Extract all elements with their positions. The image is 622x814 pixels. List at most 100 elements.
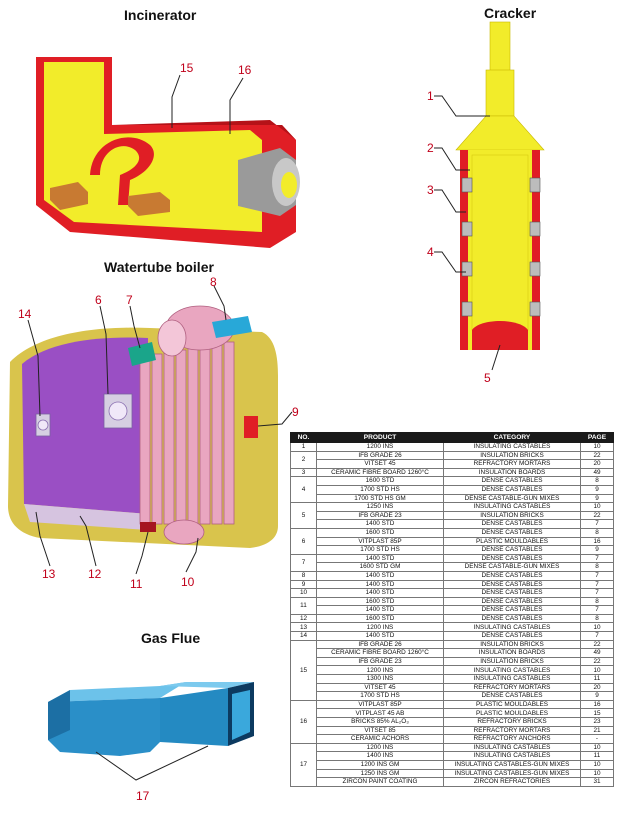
- row-number: 4: [290, 476, 317, 504]
- product-cell: BRICKS 85% AL₂O₃: [316, 717, 444, 727]
- category-cell: REFRACTORY ANCHORS: [443, 734, 581, 744]
- callout-1: 1: [427, 89, 434, 103]
- category-cell: DENSE CASTABLES: [443, 527, 581, 538]
- boiler-lead-9: [257, 411, 293, 427]
- product-cell: IFB GRADE 23: [316, 656, 444, 667]
- callout-12: 12: [88, 567, 102, 581]
- product-cell: 1250 INS: [316, 502, 444, 512]
- page-cell: 10: [580, 759, 614, 770]
- boiler-lead-13: [35, 511, 51, 567]
- page-cell: 10: [580, 768, 614, 779]
- product-cell: 1250 INS GM: [316, 768, 444, 779]
- cracker-illustration: 1 2 3 4 5: [427, 21, 545, 385]
- boiler-lead-8: [213, 285, 227, 321]
- category-cell: DENSE CASTABLE-GUN MIXES: [443, 562, 581, 572]
- cracker-bottom: [472, 321, 528, 350]
- cracker-title: Cracker: [484, 5, 537, 21]
- callout-5: 5: [484, 371, 491, 385]
- category-cell: INSULATING CASTABLES: [443, 674, 581, 684]
- category-cell: INSULATING CASTABLES: [443, 751, 581, 761]
- category-cell: DENSE CASTABLES: [443, 519, 581, 529]
- boiler-lining: [22, 337, 148, 514]
- category-cell: INSULATING CASTABLES: [443, 622, 581, 633]
- product-cell: 1400 STD: [316, 553, 444, 564]
- row-number: 17: [290, 742, 317, 787]
- cracker-lead-5: [491, 344, 501, 371]
- product-cell: 1300 INS: [316, 674, 444, 684]
- row-number: 14: [290, 631, 317, 641]
- callout-7: 7: [126, 293, 133, 307]
- product-cell: 1400 INS: [316, 751, 444, 761]
- callout-8: 8: [210, 275, 217, 289]
- incinerator-chamber: [44, 62, 262, 232]
- page-cell: 9: [580, 545, 614, 555]
- flue-lead-17: [95, 745, 209, 781]
- callout-9: 9: [292, 405, 299, 419]
- row-number: 12: [290, 613, 317, 624]
- row-number: 9: [290, 579, 317, 590]
- incinerator-brick-left: [50, 182, 88, 210]
- incinerator-lead-16: [229, 77, 244, 134]
- product-cell: 1400 STD: [316, 631, 444, 641]
- category-cell: REFRACTORY MORTARS: [443, 459, 581, 469]
- boiler-lead-6: [99, 305, 109, 395]
- category-cell: DENSE CASTABLES: [443, 484, 581, 495]
- page-cell: 11: [580, 674, 614, 684]
- boiler-lead-12: [79, 515, 97, 567]
- cracker-lead-2: [434, 147, 470, 171]
- category-cell: INSULATING CASTABLES: [443, 742, 581, 753]
- cracker-anchors: [461, 177, 541, 317]
- category-cell: DENSE CASTABLES: [443, 596, 581, 607]
- page-cell: 9: [580, 484, 614, 495]
- category-cell: INSULATING CASTABLES-GUN MIXES: [443, 759, 581, 770]
- page-cell: 10: [580, 502, 614, 512]
- cracker-stack-collar: [485, 69, 515, 117]
- page-cell: 7: [580, 588, 614, 598]
- row-number: 10: [290, 588, 317, 598]
- product-cell: VITPLAST 85P: [316, 536, 444, 547]
- cracker-inner: [471, 154, 529, 331]
- category-cell: INSULATING CASTABLES: [443, 502, 581, 512]
- row-number: 1: [290, 442, 317, 452]
- header-no: NO.: [290, 432, 317, 443]
- product-cell: VITSET 45: [316, 682, 444, 693]
- product-cell: 1400 STD: [316, 519, 444, 529]
- header-product: PRODUCT: [316, 432, 444, 443]
- product-cell: 1200 INS GM: [316, 759, 444, 770]
- cracker-lead-4: [434, 251, 466, 273]
- row-number: 3: [290, 467, 317, 478]
- page-cell: 23: [580, 717, 614, 727]
- incinerator-illustration: 15 16: [36, 57, 300, 248]
- product-cell: 1700 STD HS: [316, 691, 444, 701]
- page-cell: 8: [580, 527, 614, 538]
- product-cell: VITPLAST 45 AB: [316, 708, 444, 718]
- boiler-block-8: [212, 316, 252, 338]
- category-cell: REFRACTORY MORTARS: [443, 725, 581, 736]
- product-cell: 1600 STD: [316, 613, 444, 624]
- gas-flue-illustration: 17: [48, 682, 254, 803]
- row-number: 5: [290, 502, 317, 529]
- gas-flue-title: Gas Flue: [141, 630, 201, 646]
- product-cell: 1600 STD GM: [316, 562, 444, 572]
- page-cell: 9: [580, 691, 614, 701]
- product-cell: IFB GRADE 23: [316, 510, 444, 521]
- category-cell: DENSE CASTABLES: [443, 476, 581, 486]
- page-cell: 49: [580, 648, 614, 658]
